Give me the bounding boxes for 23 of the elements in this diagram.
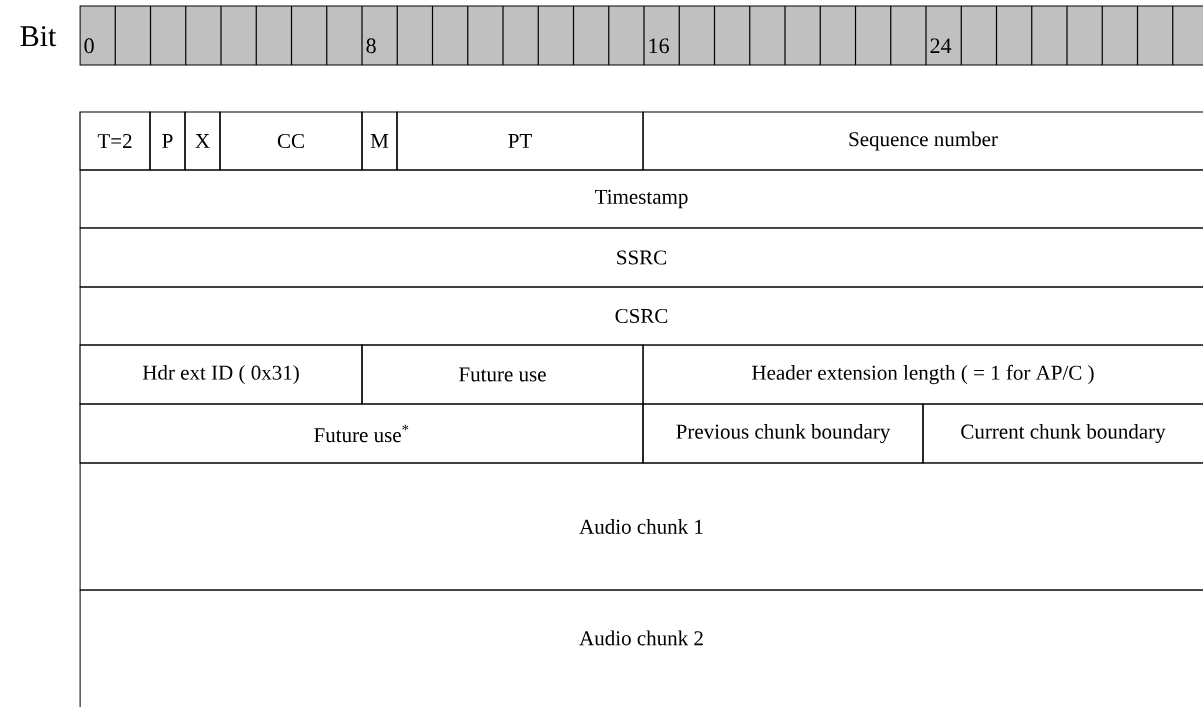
field-cell: X bbox=[184, 111, 221, 171]
field-cell: Future use bbox=[361, 344, 644, 405]
bit-number: 8 bbox=[366, 38, 376, 54]
field-cell: CSRC bbox=[79, 286, 1203, 346]
field-cell: Audio chunk 2 bbox=[79, 589, 1203, 707]
field-cell: M bbox=[361, 111, 398, 171]
field-cell: P bbox=[149, 111, 186, 171]
field-cell: SSRC bbox=[79, 227, 1203, 288]
row-label: Bit bbox=[20, 26, 57, 47]
field-cell: PT bbox=[396, 111, 644, 171]
field-cell: T=2 bbox=[79, 111, 151, 171]
bit-number: 0 bbox=[84, 38, 94, 54]
field-cell: Current chunk boundary bbox=[922, 403, 1203, 464]
field-cell: Hdr ext ID ( 0x31) bbox=[79, 344, 363, 405]
field-cell: Future use$^{*}$ bbox=[79, 403, 644, 464]
field-cell: Timestamp bbox=[79, 169, 1203, 229]
field-cell: Audio chunk 1 bbox=[79, 462, 1203, 591]
field-cell: Header extension length ( = 1 for AP/C ) bbox=[642, 344, 1203, 405]
bit-number: 16 bbox=[649, 38, 669, 54]
bit-number: 24 bbox=[930, 38, 952, 53]
field-cell: Previous chunk boundary bbox=[642, 403, 924, 464]
field-cell: Sequence number bbox=[642, 111, 1203, 171]
field-cell: CC bbox=[219, 111, 363, 171]
